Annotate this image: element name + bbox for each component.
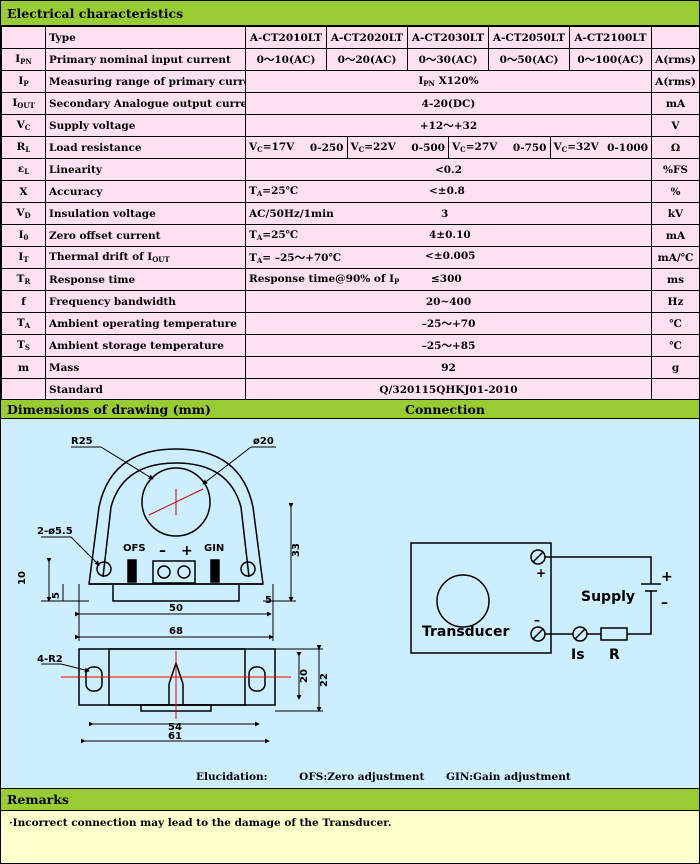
remarks-body: ·Incorrect connection may lead to the da… (1, 811, 699, 863)
supply-minus: – (661, 595, 668, 611)
supply-label: Supply (581, 589, 635, 605)
table-row: TR Response time Response time@90% of IP… (1, 268, 700, 291)
table-row: IP Measuring range of primary current IP… (1, 70, 700, 93)
dim-r25: R25 (71, 436, 93, 447)
connection-diagram (410, 542, 661, 654)
label-plus: + (181, 543, 193, 559)
connection-header: Connection (405, 401, 485, 417)
type-label: Type (45, 26, 246, 49)
conn-plus: + (536, 566, 546, 580)
model-3: A-CT2030LT (407, 26, 489, 49)
table-row: IOUT Secondary Analogue output current 4… (1, 92, 700, 115)
dim-10: 10 (17, 571, 28, 585)
table-row: IT Thermal drift of IOUT TA= –25～+70℃<±0… (1, 246, 700, 269)
table-row: TA Ambient operating temperature –25～+70… (1, 312, 700, 335)
table-row: TS Ambient storage temperature –25～+85 ℃ (1, 334, 700, 357)
table-row: IPN Primary nominal input current 0～10(A… (1, 48, 700, 71)
bottom-view (78, 648, 276, 712)
dim-61: 61 (168, 731, 182, 742)
dim-20: 20 (299, 669, 310, 683)
label-gin: GIN (204, 543, 224, 554)
symbol: IPN (1, 48, 46, 71)
model-4: A-CT2050LT (488, 26, 570, 49)
r-label: R (609, 647, 620, 663)
dim-22: 22 (319, 673, 330, 687)
model-1: A-CT2010LT (245, 26, 327, 49)
remarks-header: Remarks (1, 789, 699, 811)
electrical-header: Electrical characteristics (1, 1, 699, 26)
supply-plus: + (661, 569, 673, 585)
table-row: εL Linearity <0.2 %FS (1, 158, 700, 181)
dim-d20: ø20 (253, 436, 274, 447)
dim-33: 33 (291, 543, 302, 557)
label-ofs: OFS (123, 543, 146, 554)
label-minus: – (159, 543, 166, 559)
dim-5a: 5 (51, 592, 62, 599)
dimensions-header: Dimensions of drawing (mm) Connection (1, 399, 699, 419)
model-2: A-CT2020LT (326, 26, 408, 49)
elucidation: Elucidation: OFS:Zero adjustment GIN:Gai… (196, 771, 571, 783)
dim-5b: 5 (265, 595, 272, 606)
spec-table: Type A-CT2010LT A-CT2020LT A-CT2030LT A-… (1, 26, 700, 401)
conn-minus: – (534, 613, 540, 627)
table-row: X Accuracy TA=25℃<±0.8 % (1, 180, 700, 203)
table-row: Standard Q/320115QHKJ01-2010 (1, 378, 700, 401)
dimension-drawing: R25 ø20 2-ø5.5 OFS – + GIN 10 5 33 50 5 … (17, 436, 673, 744)
dim-54: 54 (168, 722, 182, 733)
is-label: Is (571, 647, 585, 663)
dimension-lines (41, 446, 296, 641)
drawing-area: R25 ø20 2-ø5.5 OFS – + GIN 10 5 33 50 5 … (1, 419, 699, 789)
front-view (88, 448, 264, 602)
table-row: m Mass 92 g (1, 356, 700, 379)
dim-50: 50 (169, 603, 183, 614)
dim-holes: 2-ø5.5 (37, 526, 73, 537)
transducer-label: Transducer (422, 624, 509, 640)
table-row: Type A-CT2010LT A-CT2020LT A-CT2030LT A-… (1, 26, 700, 49)
model-5: A-CT2100LT (569, 26, 652, 49)
table-row: VC Supply voltage +12～+32 V (1, 114, 700, 137)
dim-r2: 4-R2 (37, 654, 63, 665)
table-row: f Frequency bandwidth 20~400 Hz (1, 290, 700, 313)
dim-68: 68 (169, 626, 183, 637)
